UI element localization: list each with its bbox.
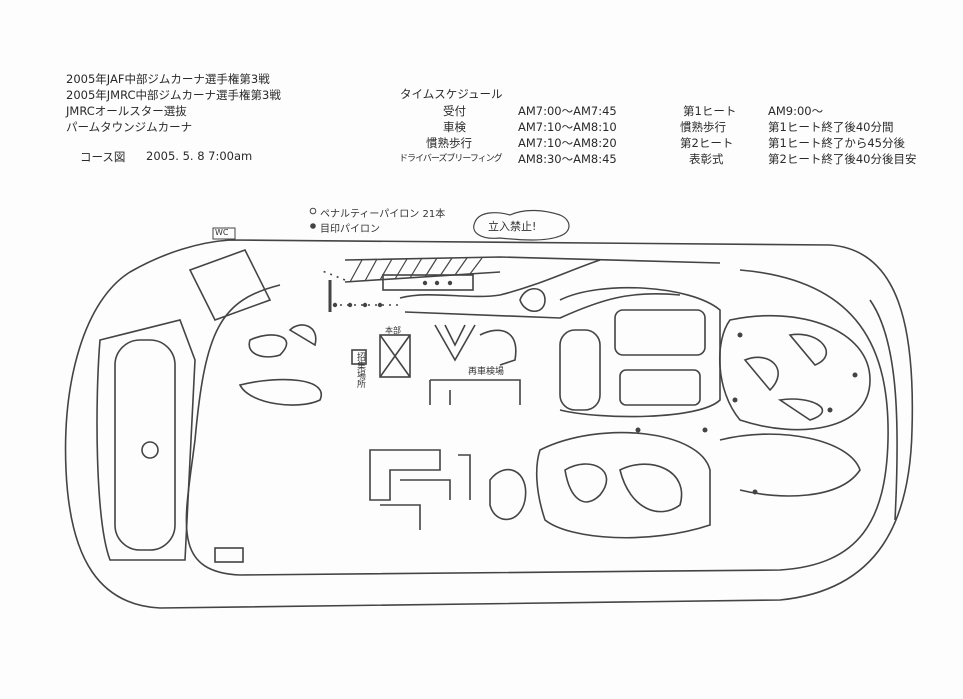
track-outer — [64, 239, 914, 609]
hq-label: 本部 — [385, 326, 401, 335]
gathering-area-label: 招集場所 — [355, 352, 365, 388]
schedule-time: AM7:10〜AM8:10 — [518, 120, 617, 134]
reinspection-label: 再車検場 — [468, 367, 505, 377]
legend-penalty-pylon: ペナルティーパイロン 21本 — [320, 209, 446, 220]
schedule-time: AM9:00〜 — [768, 104, 824, 118]
schedule-item: 車検 — [443, 120, 466, 134]
header-line: 2005年JAF中部ジムカーナ選手権第3戦 — [66, 72, 270, 86]
schedule-time: 第1ヒート終了から45分後 — [768, 136, 905, 150]
schedule-item: ドライバーズブリーフィング — [399, 154, 503, 164]
schedule-item: 第1ヒート — [683, 104, 737, 118]
schedule-title: タイムスケジュール — [400, 87, 503, 101]
track-inner — [185, 269, 889, 576]
header-line: 2005年JMRC中部ジムカーナ選手権第3戦 — [66, 88, 281, 102]
header-line: パームタウンジムカーナ — [66, 120, 193, 134]
schedule-item: 受付 — [443, 104, 466, 118]
header-line: JMRCオールスター選抜 — [66, 104, 187, 118]
schedule-item: 第2ヒート — [680, 136, 734, 150]
course-label: コース図 — [80, 150, 126, 164]
schedule-time: AM7:10〜AM8:20 — [518, 136, 617, 150]
course-datetime: 2005. 5. 8 7:00am — [146, 149, 253, 163]
schedule-time: 第1ヒート終了後40分間 — [768, 120, 894, 134]
schedule-item: 慣熟歩行 — [426, 136, 472, 150]
schedule-time: AM8:30〜AM8:45 — [518, 152, 617, 166]
schedule-item: 表彰式 — [689, 152, 724, 166]
no-entry-label: 立入禁止! — [488, 220, 537, 233]
paddock — [96, 319, 196, 561]
schedule-item: 慣熟歩行 — [680, 120, 726, 134]
wc-label: WC — [215, 228, 229, 237]
schedule-time: AM7:00〜AM7:45 — [518, 104, 617, 118]
legend-marker-pylon: 目印パイロン — [320, 224, 380, 235]
schedule-time: 第2ヒート終了後40分後目安 — [768, 152, 917, 166]
